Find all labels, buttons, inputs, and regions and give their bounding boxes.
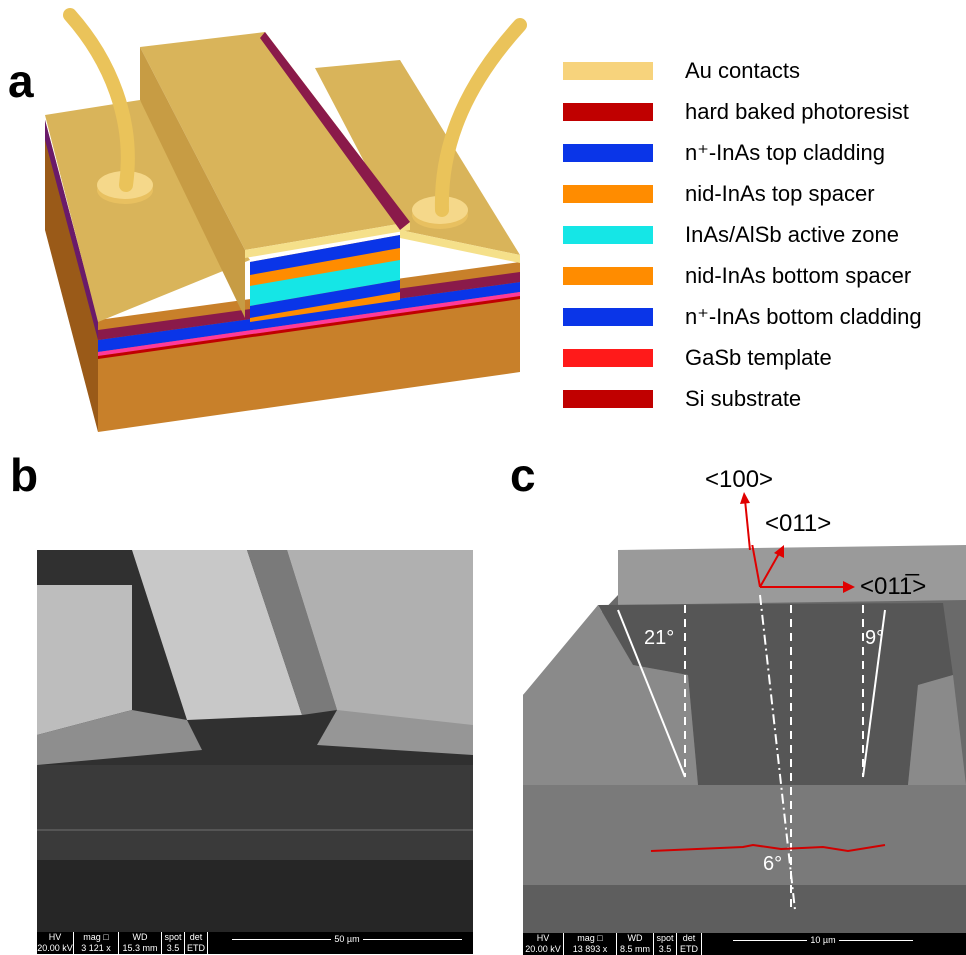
substrate-side [45, 120, 98, 432]
device-schematic [45, 8, 527, 432]
layer-legend: Au contacts hard baked photoresist n⁺-InAs… [563, 50, 963, 419]
legend-swatch [563, 225, 653, 244]
legend-item: hard baked photoresist [563, 91, 963, 132]
wire-left [63, 8, 135, 192]
mesa-top [140, 32, 410, 250]
panel-label-c: c [510, 449, 536, 501]
legend-swatch [563, 143, 653, 162]
direction-label-011: <011> [765, 510, 832, 537]
legend-swatch [563, 61, 653, 80]
mesa-active-zone [250, 260, 400, 306]
legend-item: Si substrate [563, 378, 963, 419]
angle-label-21: 21° [644, 627, 675, 649]
legend-swatch [563, 266, 653, 285]
sem-c-image [523, 545, 966, 955]
legend-label: hard baked photoresist [685, 98, 909, 124]
direction-label-100: <100> [705, 466, 774, 493]
mesa-top-edge [245, 222, 410, 258]
legend-item: nid-InAs top spacer [563, 173, 963, 214]
layer-bottom-cladding [98, 282, 520, 352]
legend-label: InAs/AlSb active zone [685, 221, 900, 247]
legend-item: Au contacts [563, 50, 963, 91]
angle-label-6: 6° [763, 853, 783, 875]
top-surface-left [45, 100, 250, 322]
legend-label: nid-InAs top spacer [685, 180, 875, 206]
sem-b-image [37, 550, 473, 954]
layer-gasb [98, 292, 520, 356]
top-surface-right [315, 60, 520, 255]
panel-label-a: a [8, 55, 34, 107]
legend-label: n⁺-InAs top cladding [685, 139, 885, 165]
legend-swatch [563, 102, 653, 121]
sem-b-mag: mag □3 121 x [74, 932, 119, 954]
legend-item: n⁺-InAs bottom cladding [563, 296, 963, 337]
mesa-resist-edge [260, 32, 410, 230]
side-stripe [45, 120, 98, 340]
legend-item: InAs/AlSb active zone [563, 214, 963, 255]
mesa-side [140, 47, 245, 318]
legend-swatch [563, 389, 653, 408]
legend-item: GaSb template [563, 337, 963, 378]
sem-b-scale-bar: 50 µm [232, 934, 462, 952]
top-edge-right [400, 230, 520, 263]
layer-si [98, 296, 520, 359]
panel-label-b: b [10, 449, 39, 501]
legend-item: nid-InAs bottom spacer [563, 255, 963, 296]
legend-swatch [563, 348, 653, 367]
legend-label: n⁺-InAs bottom cladding [685, 303, 922, 329]
legend-item: n⁺-InAs top cladding [563, 132, 963, 173]
mesa-top-cladding [250, 235, 400, 275]
legend-label: Au contacts [685, 57, 800, 83]
legend-label: nid-InAs bottom spacer [685, 262, 912, 288]
sem-b-scale-label: 50 µm [331, 934, 363, 944]
sem-c-mag: mag □13 893 x [564, 933, 617, 955]
angle-label-9: 9° [865, 627, 885, 649]
direction-label-01-1bar: <011̅> [860, 573, 927, 600]
legend-label: GaSb template [685, 344, 832, 370]
legend-swatch [563, 184, 653, 203]
sem-c-scale-label: 10 µm [807, 935, 839, 945]
wire-right [434, 18, 527, 217]
sem-c-scale-bar: 10 µm [733, 935, 913, 953]
legend-swatch [563, 307, 653, 326]
legend-label: Si substrate [685, 385, 802, 411]
mesa-bottom-cladding [250, 280, 400, 318]
arrow-100-extension [740, 492, 751, 550]
